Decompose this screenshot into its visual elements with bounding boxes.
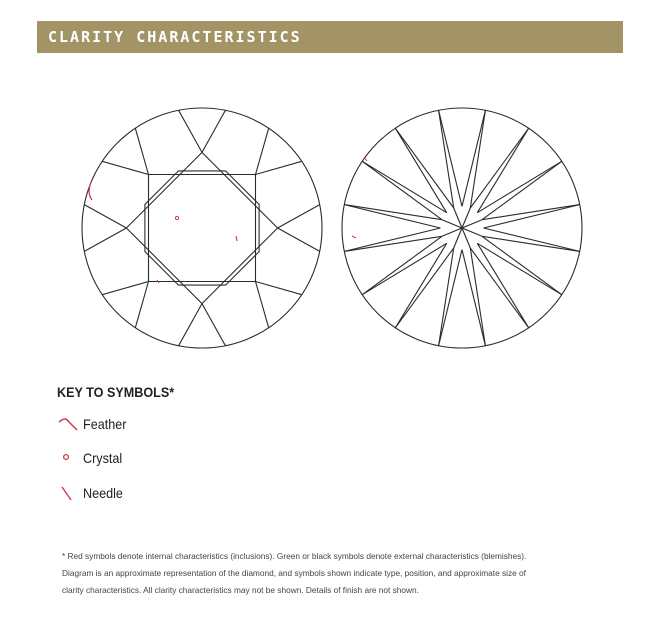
- key-item-needle: Needle: [57, 483, 127, 503]
- crystal-mark: [174, 215, 180, 221]
- pavilion-lower-girdle-facet: [477, 242, 563, 296]
- needle-mark: [351, 235, 357, 239]
- crown-upper-girdle-facet: [134, 128, 150, 175]
- header-title: CLARITY CHARACTERISTICS: [48, 28, 302, 46]
- key-item-feather: Feather: [57, 414, 131, 434]
- pavilion-lower-girdle-facet: [476, 127, 530, 213]
- pavilion-lower-girdle-facet: [344, 204, 441, 229]
- crown-upper-girdle-facet: [255, 280, 302, 296]
- crown-upper-girdle-facet: [254, 281, 270, 328]
- crown-upper-girdle-facet: [102, 280, 149, 296]
- pavilion-lower-girdle-facet: [438, 247, 455, 346]
- pavilion-lower-girdle-facet: [469, 247, 486, 346]
- pavilion-lower-girdle-facet: [361, 242, 447, 296]
- crown-upper-girdle-facet: [254, 128, 270, 175]
- crystal-icon: [62, 453, 70, 461]
- pavilion-inclusion-marks: [351, 156, 368, 239]
- pavilion-lower-girdle-facet: [481, 235, 563, 296]
- crown-upper-girdle-facet: [84, 227, 127, 252]
- pavilion-lower-girdle-facet: [361, 160, 443, 221]
- crown-girdle-outline: [81, 107, 323, 349]
- crown-inclusion-marks: [88, 181, 238, 284]
- pavilion-main-facet: [441, 227, 463, 237]
- crown-star-square-b: [125, 151, 279, 305]
- needle-mark: [363, 156, 368, 162]
- pavilion-lower-girdle-facet: [477, 160, 563, 214]
- crown-view: [81, 107, 323, 349]
- pavilion-lower-girdle-facet: [394, 247, 455, 329]
- pavilion-lower-girdle-facet: [469, 110, 486, 209]
- needle-mark: [156, 279, 160, 284]
- crown-upper-girdle-facet: [84, 204, 127, 229]
- pavilion-main-facet: [453, 207, 463, 229]
- pavilion-lower-girdle-facet: [361, 160, 447, 214]
- key-item-crystal: Crystal: [57, 448, 127, 468]
- crown-upper-girdle-facet: [277, 204, 320, 229]
- pavilion-view: [341, 107, 583, 349]
- key-label-crystal: Crystal: [83, 450, 123, 466]
- pavilion-lower-girdle-facet: [344, 204, 443, 221]
- key-label-feather: Feather: [83, 416, 127, 432]
- pavilion-girdle-outline: [341, 107, 583, 349]
- pavilion-lower-girdle-facet: [344, 227, 441, 252]
- pavilion-main-facet: [461, 219, 483, 229]
- pavilion-lower-girdle-facet: [461, 249, 486, 346]
- feather-icon: [58, 418, 78, 431]
- footnote: * Red symbols denote internal characteri…: [62, 551, 527, 595]
- pavilion-lower-girdle-facet: [483, 227, 580, 252]
- pavilion-lower-girdle-facet: [476, 243, 530, 329]
- pavilion-lower-girdle-facet: [394, 243, 448, 329]
- pavilion-lower-girdle-facet: [481, 204, 580, 221]
- pavilion-lower-girdle-facet: [483, 204, 580, 229]
- header-banner: CLARITY CHARACTERISTICS: [37, 21, 623, 53]
- needle-mark: [235, 235, 238, 242]
- crown-upper-girdle-facet: [102, 160, 149, 176]
- crown-upper-girdle-facet: [178, 303, 203, 346]
- pavilion-lower-girdle-facet: [394, 127, 455, 209]
- crown-upper-girdle-facet: [134, 281, 150, 328]
- pavilion-main-facet: [461, 227, 483, 237]
- pavilion-lower-girdle-facet: [344, 235, 443, 252]
- pavilion-lower-girdle-facet: [481, 160, 563, 221]
- pavilion-main-facet: [461, 207, 471, 229]
- crown-upper-girdle-facet: [178, 110, 203, 153]
- pavilion-lower-girdle-facet: [481, 235, 580, 252]
- pavilion-lower-girdle-facet: [394, 127, 448, 213]
- pavilion-lower-girdle-facet: [469, 247, 530, 329]
- pavilion-lower-girdle-facet: [361, 235, 443, 296]
- crown-upper-girdle-facet: [201, 110, 226, 153]
- pavilion-lower-girdle-facet: [438, 110, 463, 207]
- pavilion-lower-girdle-facet: [438, 249, 463, 346]
- crown-upper-girdle-facet: [201, 303, 226, 346]
- feather-mark: [88, 181, 93, 201]
- crown-upper-girdle-facet: [255, 160, 302, 176]
- pavilion-main-facet: [441, 219, 463, 229]
- pavilion-main-facet: [453, 227, 463, 249]
- pavilion-lower-girdle-facet: [469, 127, 530, 209]
- pavilion-lower-girdle-facet: [438, 110, 455, 209]
- crown-table: [144, 170, 260, 286]
- crown-upper-girdle-facet: [277, 227, 320, 252]
- pavilion-lower-girdle-facet: [461, 110, 486, 207]
- pavilion-main-facet: [461, 227, 471, 249]
- needle-icon: [61, 486, 72, 501]
- key-title: KEY TO SYMBOLS*: [57, 384, 175, 400]
- key-label-needle: Needle: [83, 485, 123, 501]
